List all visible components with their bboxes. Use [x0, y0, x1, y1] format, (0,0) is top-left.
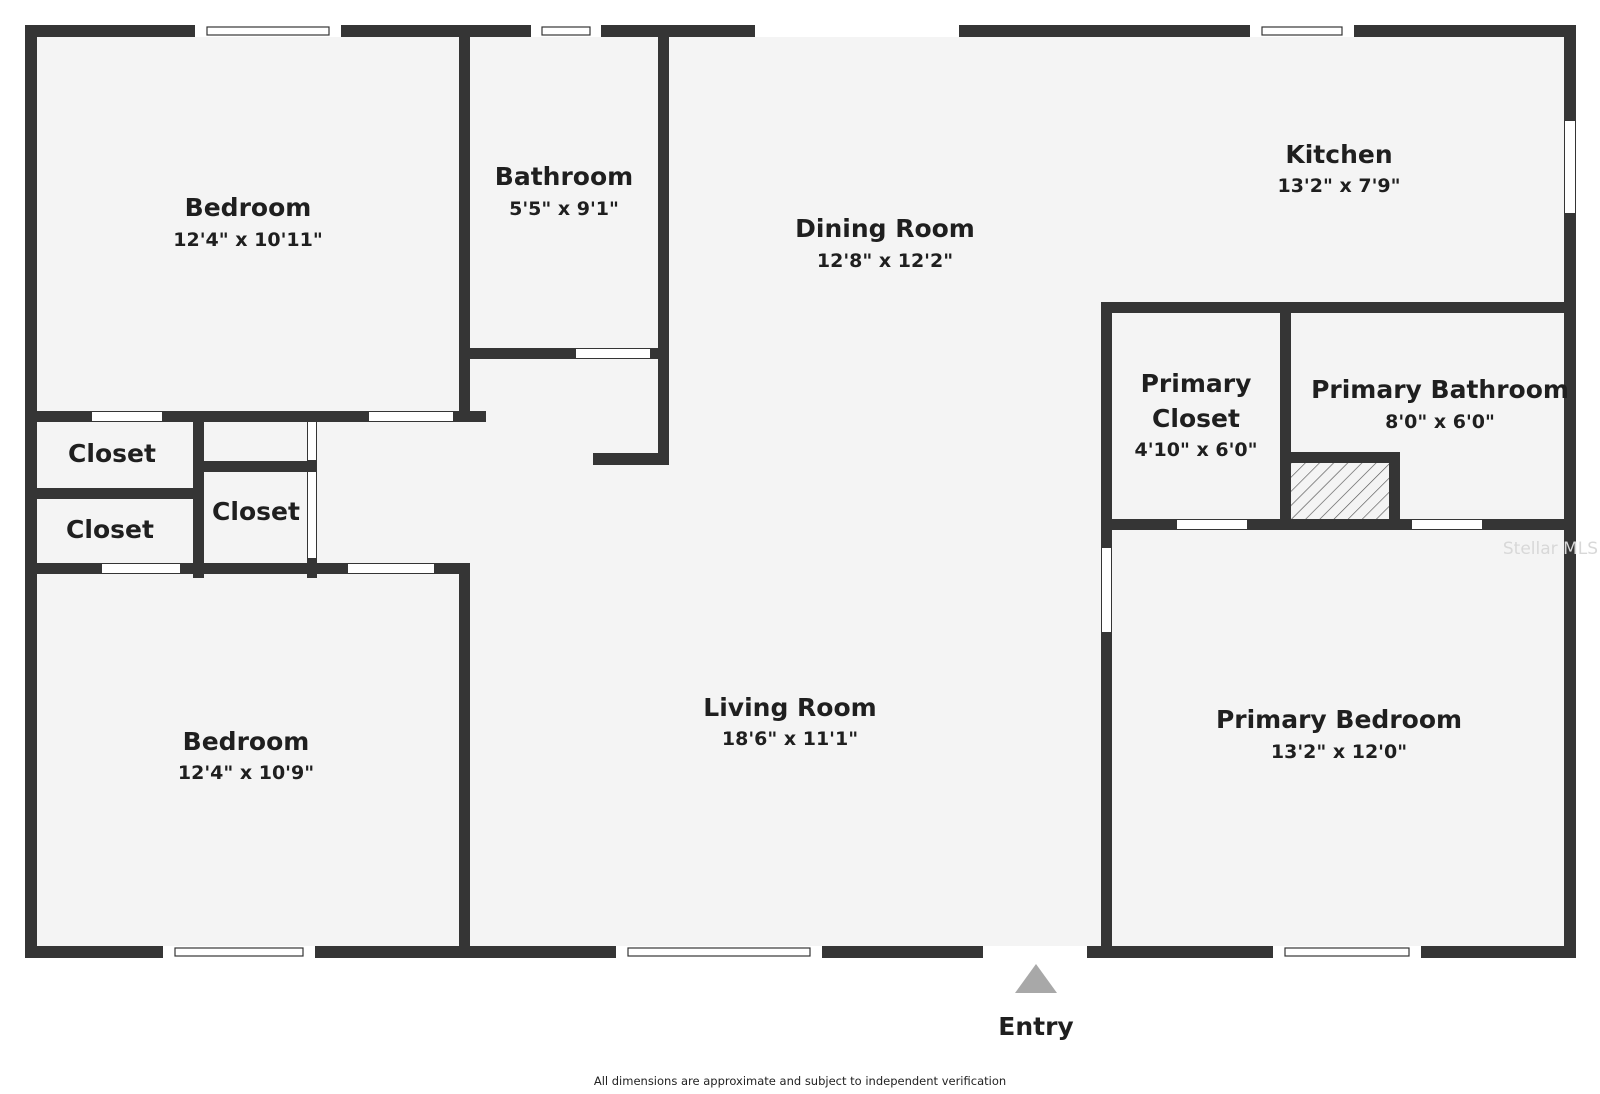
svg-text:Primary Bathroom: Primary Bathroom — [1311, 375, 1569, 404]
svg-text:Dining Room: Dining Room — [795, 214, 975, 243]
svg-text:Closet: Closet — [68, 439, 156, 468]
window — [195, 25, 341, 37]
window — [163, 946, 315, 958]
svg-text:13'2" x 7'9": 13'2" x 7'9" — [1277, 175, 1400, 197]
svg-text:Living Room: Living Room — [703, 693, 876, 722]
svg-text:Primary Bedroom: Primary Bedroom — [1216, 705, 1462, 734]
svg-text:Closet: Closet — [66, 515, 154, 544]
shower-stall — [1291, 463, 1389, 519]
room-label-primary-bedroom: Primary Bedroom 13'2" x 12'0" — [1216, 705, 1462, 763]
room-label-bedroom-bottom: Bedroom 12'4" x 10'9" — [178, 727, 314, 784]
svg-text:12'4" x 10'9": 12'4" x 10'9" — [178, 762, 314, 784]
svg-text:Bedroom: Bedroom — [183, 727, 310, 756]
room-label-closet-1: Closet — [68, 439, 156, 468]
window — [1273, 946, 1421, 958]
svg-text:Bathroom: Bathroom — [495, 162, 633, 191]
disclaimer: All dimensions are approximate and subje… — [593, 1074, 1007, 1088]
room-label-dining-room: Dining Room 12'8" x 12'2" — [795, 214, 975, 272]
svg-text:Closet: Closet — [212, 497, 300, 526]
window — [616, 946, 822, 958]
windows — [163, 25, 1421, 958]
room-label-living-room: Living Room 18'6" x 11'1" — [703, 693, 876, 750]
entry-arrow-icon — [1015, 964, 1057, 993]
svg-text:13'2" x 12'0": 13'2" x 12'0" — [1271, 741, 1407, 763]
svg-text:4'10" x 6'0": 4'10" x 6'0" — [1134, 439, 1257, 461]
window — [1250, 25, 1354, 37]
room-label-primary-bathroom: Primary Bathroom 8'0" x 6'0" — [1311, 375, 1569, 433]
watermark: Stellar MLS — [1503, 539, 1598, 559]
door-openings — [92, 25, 1575, 958]
svg-text:Kitchen: Kitchen — [1285, 140, 1392, 169]
room-label-closet-3: Closet — [212, 497, 300, 526]
entry-label: Entry — [998, 1012, 1073, 1041]
window — [531, 25, 601, 37]
svg-text:Bedroom: Bedroom — [185, 193, 312, 222]
svg-text:Closet: Closet — [1152, 404, 1240, 433]
room-label-bedroom-top: Bedroom 12'4" x 10'11" — [173, 193, 322, 251]
room-label-primary-closet: Primary Closet 4'10" x 6'0" — [1134, 369, 1257, 461]
svg-text:Primary: Primary — [1141, 369, 1252, 398]
svg-text:12'4" x 10'11": 12'4" x 10'11" — [173, 229, 322, 251]
room-label-closet-2: Closet — [66, 515, 154, 544]
room-label-bathroom: Bathroom 5'5" x 9'1" — [495, 162, 633, 220]
room-label-kitchen: Kitchen 13'2" x 7'9" — [1277, 140, 1400, 197]
svg-text:8'0" x 6'0": 8'0" x 6'0" — [1385, 411, 1495, 433]
svg-text:5'5" x 9'1": 5'5" x 9'1" — [509, 198, 619, 220]
svg-text:18'6" x 11'1": 18'6" x 11'1" — [722, 728, 858, 750]
svg-text:12'8" x 12'2": 12'8" x 12'2" — [817, 250, 953, 272]
